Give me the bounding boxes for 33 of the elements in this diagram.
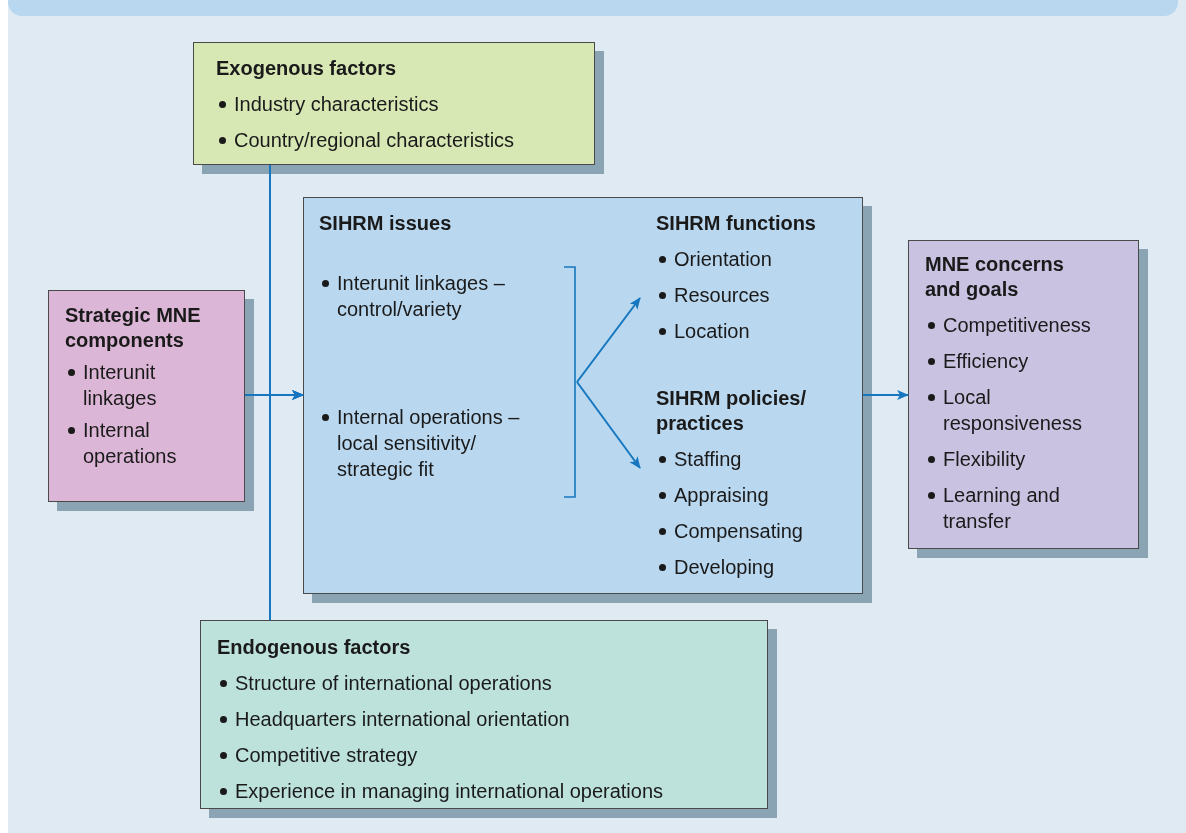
bullet-item: Orientation (656, 246, 848, 272)
arrow (862, 390, 909, 400)
box-heading: SIHRM functions (656, 211, 817, 236)
bullet-item: Industry characteristics (216, 91, 586, 117)
bullet-item: Location (656, 318, 848, 344)
box-heading: SIHRM policies/ practices (656, 386, 808, 436)
box-heading: SIHRM issues (319, 211, 453, 236)
box-heading: Endogenous factors (217, 635, 412, 660)
bullet-item: Headquarters international orientation (217, 706, 759, 732)
bullet-item: Country/regional characteristics (216, 127, 586, 153)
bullet-item: Local responsiveness (925, 384, 1093, 436)
bullet-item: Competitiveness (925, 312, 1093, 338)
box-heading: Exogenous factors (216, 56, 398, 81)
bullet-item: Internal operations (65, 417, 214, 469)
bullet-item: Developing (656, 554, 848, 580)
bullet-item: Interunit linkages – control/variety (319, 270, 548, 370)
bullet-item: Experience in managing international operations (217, 778, 759, 804)
bullet-item: Resources (656, 282, 848, 308)
bullet-item: Structure of international operations (217, 670, 759, 696)
bullet-item: Interunit linkages (65, 359, 214, 411)
bullet-item: Learning and transfer (925, 482, 1093, 534)
box-heading: MNE concerns and goals (925, 252, 1065, 302)
bullet-item: Appraising (656, 482, 848, 508)
arrow (576, 381, 641, 469)
arrow (269, 390, 304, 621)
bullet-item: Compensating (656, 518, 848, 544)
bullet-item: Efficiency (925, 348, 1093, 374)
bullet-item: Internal operations – local sensitivity/ strategic fit (319, 404, 548, 504)
box-heading: Strategic MNE components (65, 303, 202, 353)
bullet-item: Competitive strategy (217, 742, 759, 768)
bullet-item: Flexibility (925, 446, 1093, 472)
arrow (576, 297, 641, 383)
bullet-item: Staffing (656, 446, 848, 472)
